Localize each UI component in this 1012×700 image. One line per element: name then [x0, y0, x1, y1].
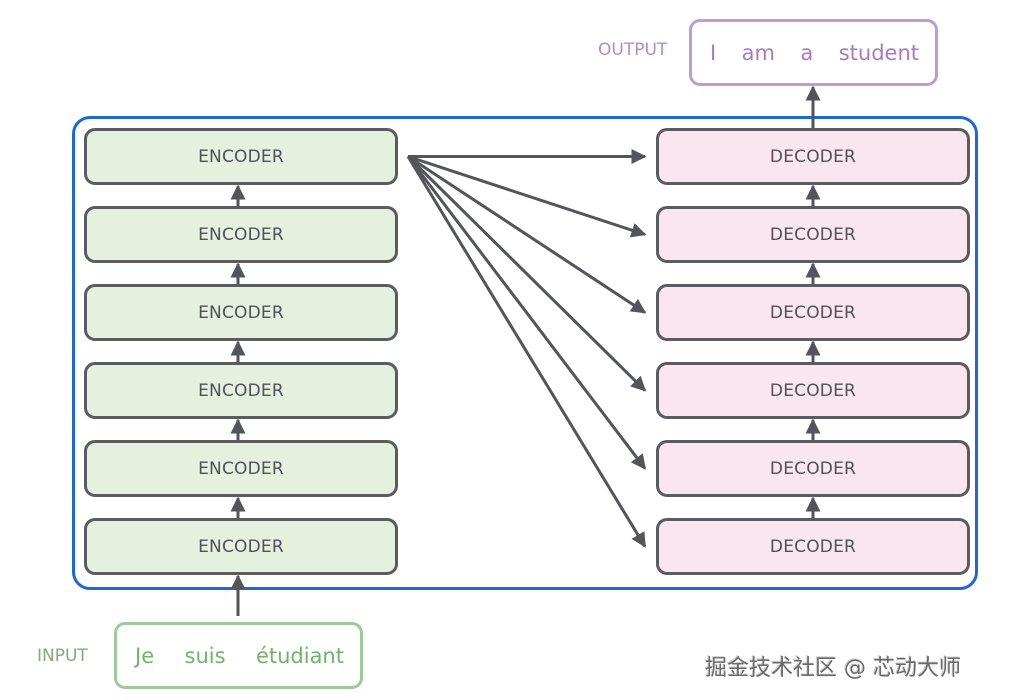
- decoder-block: DECODER: [656, 206, 970, 263]
- decoder-block: DECODER: [656, 128, 970, 185]
- encoder-decoder-arrow: [407, 155, 647, 314]
- decoder-label: DECODER: [769, 302, 857, 323]
- input-label: INPUT: [37, 646, 88, 666]
- encoder-block: ENCODER: [84, 362, 398, 419]
- model-container: [72, 116, 978, 590]
- output-token: am: [741, 40, 775, 65]
- encoder-label: ENCODER: [198, 224, 284, 245]
- encoder-block: ENCODER: [84, 284, 398, 341]
- input-box: Je suis étudiant: [114, 622, 363, 689]
- encoder-block: ENCODER: [84, 128, 398, 185]
- encoder-label: ENCODER: [198, 458, 284, 479]
- encoder-label: ENCODER: [198, 302, 284, 323]
- encoder-decoder-arrow: [406, 155, 647, 470]
- decoder-label: DECODER: [769, 536, 857, 557]
- encoder-label: ENCODER: [198, 146, 284, 167]
- input-token: suis: [184, 643, 226, 668]
- decoder-block: DECODER: [656, 284, 970, 341]
- encoder-label: ENCODER: [198, 536, 284, 557]
- output-box: I am a student: [689, 19, 938, 86]
- encoder-block: ENCODER: [84, 518, 398, 575]
- input-token: étudiant: [255, 643, 344, 668]
- output-token: I: [710, 40, 717, 65]
- decoder-label: DECODER: [769, 458, 857, 479]
- encoder-block: ENCODER: [84, 440, 398, 497]
- input-token: Je: [135, 643, 155, 668]
- encoder-decoder-arrow: [406, 155, 647, 548]
- watermark: 掘金技术社区 @ 芯动大师: [705, 656, 961, 681]
- decoder-block: DECODER: [656, 362, 970, 419]
- decoder-label: DECODER: [769, 146, 857, 167]
- output-token: a: [800, 40, 814, 65]
- output-token: student: [838, 40, 919, 65]
- encoder-decoder-arrow: [406, 155, 647, 392]
- decoder-label: DECODER: [769, 224, 857, 245]
- decoder-label: DECODER: [769, 380, 857, 401]
- encoder-decoder-arrow: [407, 155, 647, 238]
- decoder-block: DECODER: [656, 440, 970, 497]
- output-label: OUTPUT: [598, 40, 668, 60]
- encoder-label: ENCODER: [198, 380, 284, 401]
- decoder-block: DECODER: [656, 518, 970, 575]
- encoder-block: ENCODER: [84, 206, 398, 263]
